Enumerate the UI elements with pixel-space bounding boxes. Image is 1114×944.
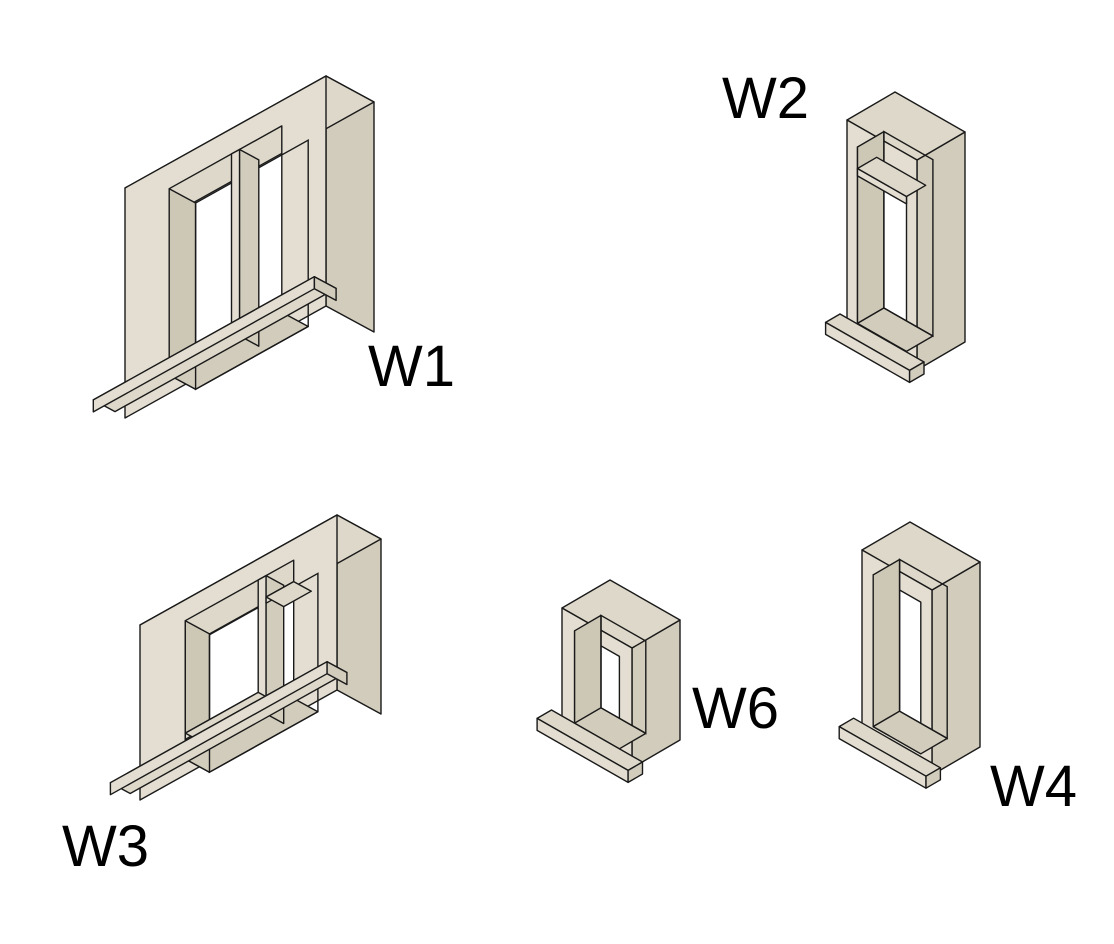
window-w2	[824, 91, 966, 384]
reveal-edge	[194, 139, 309, 391]
mullion	[230, 148, 241, 341]
sill-end	[908, 361, 925, 384]
window-w3	[109, 514, 382, 801]
reveal-edge	[600, 614, 647, 735]
label-w4: W4	[990, 754, 1077, 819]
sill-end	[627, 761, 644, 784]
transom-top	[265, 580, 312, 608]
label-w3: W3	[62, 814, 149, 879]
sill-end	[326, 661, 348, 686]
sill-end	[925, 767, 942, 789]
label-w2: W2	[722, 66, 809, 131]
reveal-left	[872, 558, 901, 728]
window-w1	[92, 75, 375, 419]
reveal-edge	[208, 572, 319, 774]
mullion-side	[265, 574, 285, 725]
sill-end	[313, 276, 337, 302]
window-w4	[838, 521, 981, 789]
mullion-side	[238, 148, 260, 347]
reveal-edge	[898, 558, 948, 740]
label-w6: W6	[692, 676, 779, 741]
window-w6	[536, 579, 681, 784]
reveal-left	[573, 614, 602, 724]
label-w1: W1	[368, 334, 455, 399]
transom-top	[856, 156, 927, 198]
